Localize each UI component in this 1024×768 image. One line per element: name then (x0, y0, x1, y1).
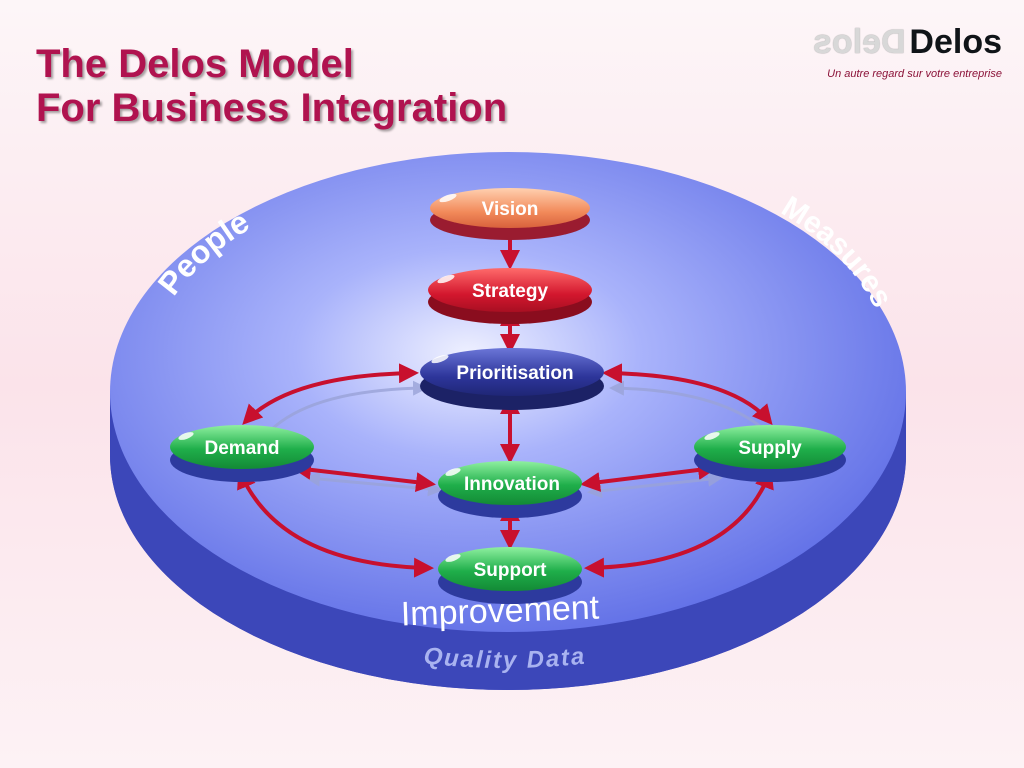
page-title: The Delos Model For Business Integration (36, 42, 507, 130)
node-prioritisation: Prioritisation (420, 348, 604, 410)
title-line-2: For Business Integration (36, 86, 508, 130)
logo-text: Delos (909, 23, 1002, 61)
supply-label: Supply (738, 438, 802, 459)
strategy-label: Strategy (472, 281, 548, 302)
arrow-prioritisation-supply (602, 363, 773, 426)
title-line-1: The Delos Model (36, 42, 354, 86)
node-strategy: Strategy (428, 268, 592, 324)
node-vision: Vision (430, 188, 590, 240)
support-label: Support (474, 560, 547, 581)
node-demand: Demand (170, 425, 314, 482)
vision-label: Vision (482, 199, 539, 220)
demand-label: Demand (205, 438, 280, 459)
node-support: Support (438, 547, 582, 604)
arrow-prioritisation-demand (242, 363, 419, 425)
node-innovation: Innovation (438, 461, 582, 518)
node-highlights (178, 193, 720, 562)
innovation-label: Innovation (464, 474, 560, 495)
arrow-demand-support (237, 468, 434, 578)
arrow-supply-support (584, 468, 774, 578)
node-supply: Supply (694, 425, 846, 482)
quality-data-label: Quality Data (423, 642, 588, 674)
prioritisation-label: Prioritisation (456, 363, 573, 384)
logo-tagline: Un autre regard sur votre entreprise (827, 68, 1002, 80)
